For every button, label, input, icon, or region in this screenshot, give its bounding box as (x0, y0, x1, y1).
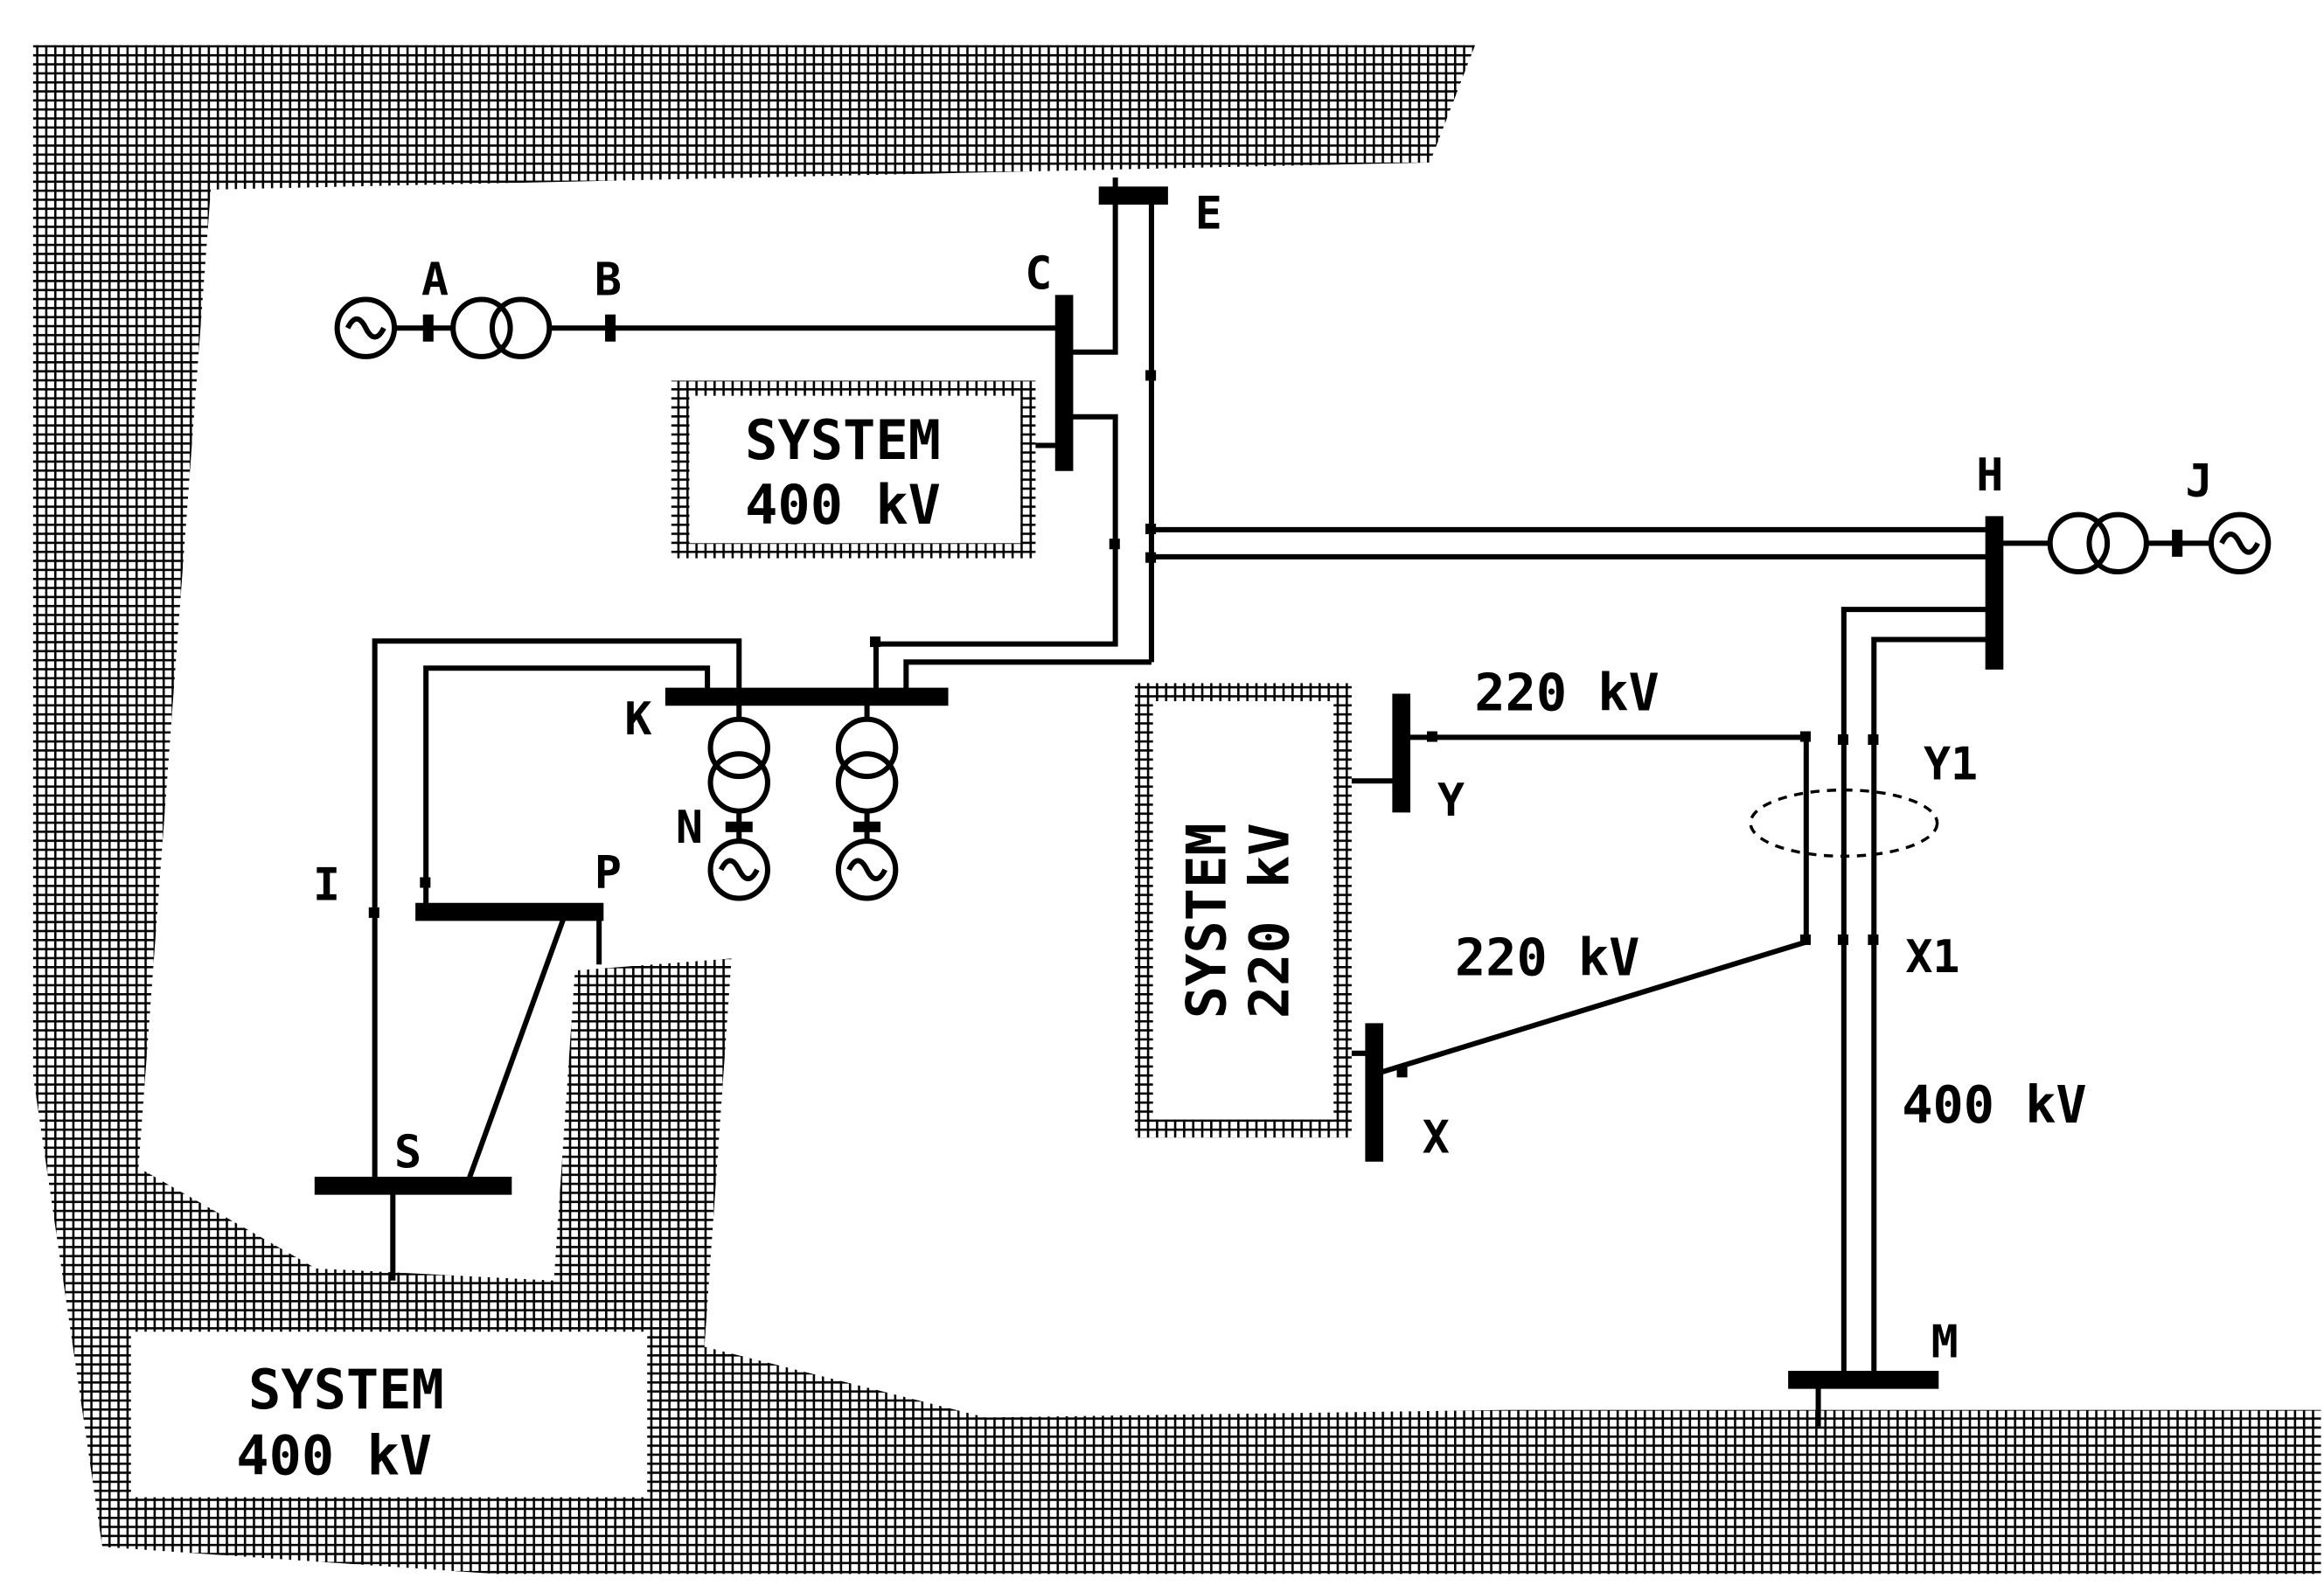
system-lower-line1: SYSTEM (248, 1358, 444, 1422)
bus-label-a: A (421, 254, 449, 306)
breaker-b (605, 314, 616, 342)
bus-label-i: I (313, 859, 340, 911)
generator-n-branch (707, 696, 770, 901)
bus-label-x1: X1 (1905, 931, 1959, 984)
breaker-a (422, 314, 434, 342)
hatched-region (32, 45, 2321, 1575)
system-box-upper: SYSTEM 400 kV (671, 380, 1036, 559)
system-right-line1: SYSTEM (1174, 823, 1238, 1018)
voltage-label-m-line: 400 kV (1902, 1075, 2086, 1135)
bus-label-b: B (595, 254, 622, 306)
breaker-j (2172, 529, 2183, 557)
breaker-n (725, 821, 753, 832)
system-right-line2: 220 kV (1238, 823, 1302, 1018)
bus-label-s: S (394, 1127, 421, 1179)
bus-label-k: K (624, 693, 651, 746)
bus-label-p: P (595, 846, 622, 899)
system-upper-line2: 400 kV (745, 473, 941, 537)
voltage-label-y-line: 220 kV (1474, 663, 1659, 722)
transformer-n-icon (707, 716, 770, 780)
bus-label-y1: Y1 (1924, 739, 1978, 791)
bus-label-y: Y (1437, 775, 1465, 827)
generator-k2-branch (835, 696, 899, 901)
generator-a-branch (334, 296, 1063, 359)
system-box-right: SYSTEM 220 kV (1135, 683, 1352, 1138)
system-upper-line1: SYSTEM (745, 408, 941, 472)
bus-label-m: M (1931, 1317, 1959, 1369)
bus-label-h: H (1976, 449, 2003, 502)
bus-label-e: E (1195, 188, 1222, 240)
transformer-k2-icon (835, 716, 899, 780)
bus-label-c: C (1025, 247, 1052, 300)
bus-label-x: X (1423, 1111, 1450, 1164)
coupling-ellipse (1749, 788, 1939, 859)
bus-label-j: J (2186, 455, 2213, 508)
bus-label-n: N (676, 802, 703, 854)
system-lower-line2: 400 kV (236, 1424, 432, 1488)
system-box-lower: SYSTEM 400 kV (236, 1358, 444, 1488)
generator-j-branch (1993, 511, 2272, 575)
breaker-k2 (853, 821, 881, 832)
voltage-label-x-line: 220 kV (1455, 928, 1639, 987)
